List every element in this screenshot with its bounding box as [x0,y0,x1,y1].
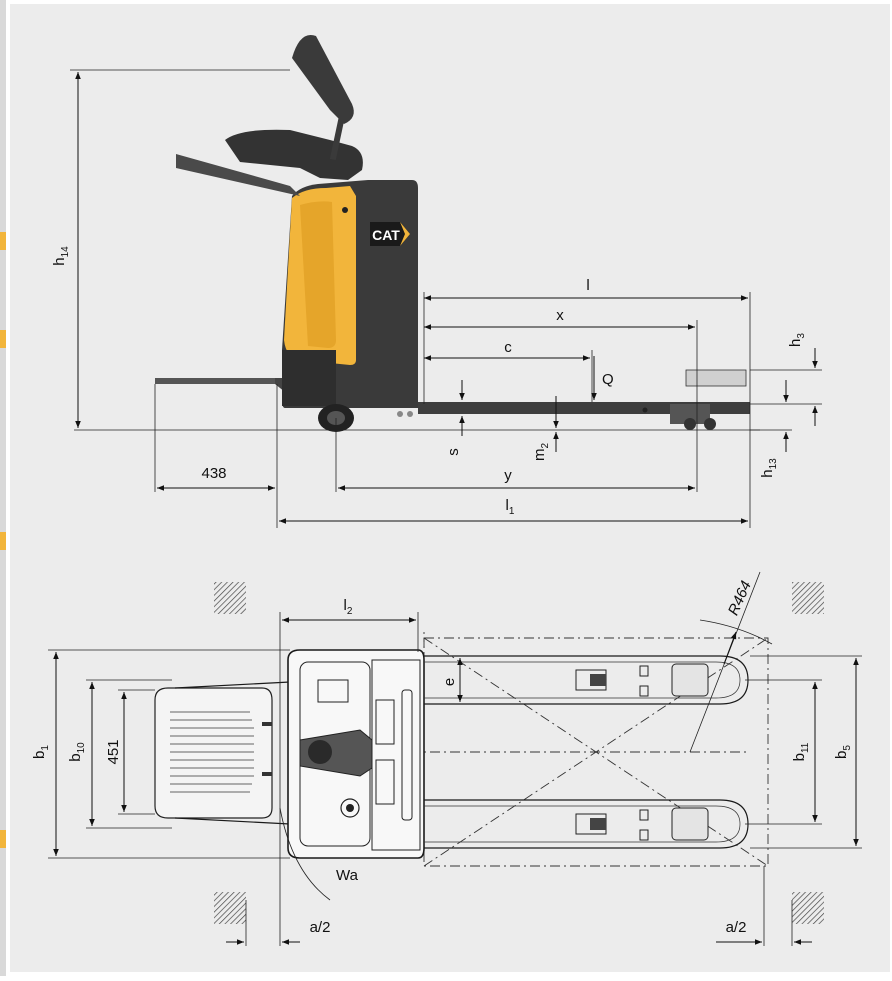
label-wa: Wa [336,867,359,884]
label-x: x [556,307,564,324]
label-a2-left: a/2 [310,919,331,936]
top-fork-lower [424,799,749,849]
side-truck-body: CAT [282,180,418,408]
top-platform [154,681,291,825]
side-fork [397,369,750,430]
corner-marker-top-left [214,582,246,614]
label-m2: m2 [531,443,551,462]
label-l: l [586,277,589,294]
cat-logo-text: CAT [372,227,400,243]
label-h3: h3 [787,333,807,347]
label-l2: l2 [344,597,353,617]
turning-radius [279,571,773,901]
label-b10: b10 [67,742,87,762]
top-chassis [287,649,425,859]
label-b1: b1 [31,745,51,759]
side-view: CAT [51,34,822,528]
top-dimensions [48,612,862,946]
top-view: l2 R464 e b1 b10 451 b11 b5 Wa a/2 a/2 [31,571,862,946]
label-h13: h13 [759,458,779,478]
label-c: c [504,339,512,356]
label-h14: h14 [51,246,71,266]
label-s: s [445,448,462,456]
label-b11: b11 [791,742,811,761]
edge-accent-marks [0,0,6,976]
side-labels: h14 l x c Q h3 s m2 h13 y l1 438 [51,246,807,517]
label-b5: b5 [833,745,853,759]
label-y: y [504,467,512,484]
label-l1: l1 [506,497,515,517]
corner-marker-top-right [792,582,824,614]
label-e: e [441,678,458,686]
corner-marker-bottom-right [792,892,824,924]
side-tiller [176,34,363,196]
label-q: Q [602,371,614,388]
side-dimensions [70,69,822,528]
label-438: 438 [201,465,226,482]
label-451: 451 [105,739,122,764]
label-a2-right: a/2 [726,919,747,936]
corner-marker-bottom-left [214,892,246,924]
cat-logo: CAT [370,222,410,246]
